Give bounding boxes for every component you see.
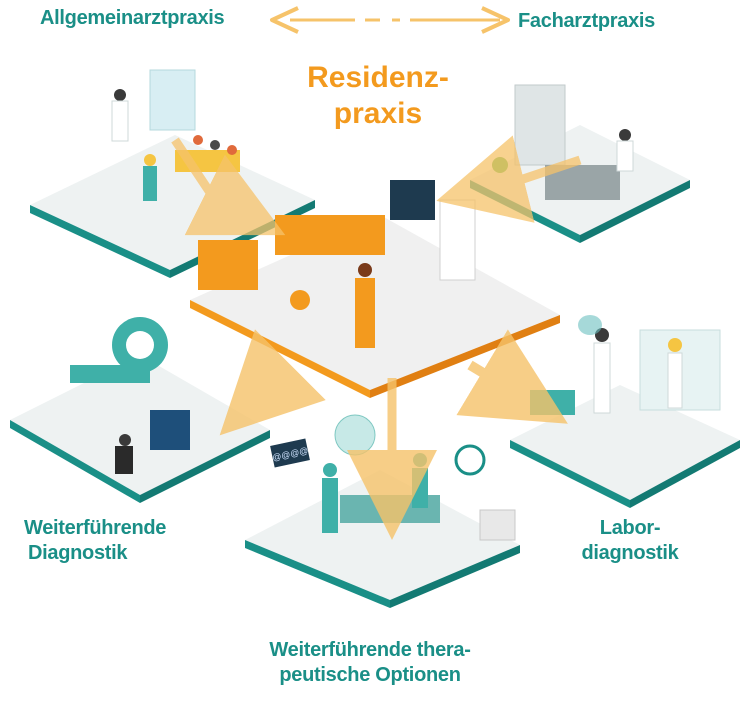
diagnostics-label-line2: Diagnostik <box>28 542 128 564</box>
lung-hologram <box>578 315 602 335</box>
lab-label: Labor- diagnostik <box>545 516 715 566</box>
general-practice-room <box>30 69 315 278</box>
control-desk <box>150 410 190 450</box>
surgical-lamp <box>334 414 376 456</box>
medicine-cabinet <box>514 84 566 166</box>
therapy-room: @@@@ <box>245 414 520 608</box>
physician-figure <box>358 263 372 277</box>
wall-clock <box>454 444 486 476</box>
residenzpraxis-title: Residenz- praxis <box>278 60 478 132</box>
residenzpraxis-title-line2: praxis <box>333 97 423 130</box>
patient-bed <box>275 215 385 255</box>
lab-nurse-figure <box>668 338 682 352</box>
lab-label-line1: Labor- <box>599 517 661 539</box>
or-monitor <box>270 438 310 468</box>
diagnostics-label-line1: Weiterführende <box>24 517 167 539</box>
diagnostics-room <box>10 317 270 503</box>
cabinet <box>198 240 258 290</box>
arrow-hub-to-lab <box>456 329 568 424</box>
plant <box>492 157 508 173</box>
arrow-hub-to-diagnostics <box>219 329 326 436</box>
stool <box>290 290 310 310</box>
specialist-figure <box>619 129 631 141</box>
lab-label-line2: diagnostik <box>581 542 679 564</box>
residenzpraxis-title-line1: Residenz- <box>307 61 449 94</box>
therapy-label-line2: peutische Optionen <box>279 664 461 686</box>
doctor-figure <box>114 89 126 101</box>
arrow-general-to-hub <box>171 137 286 236</box>
wall-monitor <box>390 180 435 220</box>
nurse-figure <box>144 154 156 166</box>
general-practice-label: Allgemeinarztpraxis <box>40 7 225 29</box>
therapy-label: Weiterführende thera- peutische Optionen <box>220 638 520 688</box>
therapy-label-line1: Weiterführende thera- <box>269 639 471 661</box>
top-double-arrow <box>270 6 510 34</box>
specialist-practice-label: Facharztpraxis <box>518 10 655 32</box>
lab-room <box>510 315 740 508</box>
diagnostics-label: Weiterführende Diagnostik <box>24 516 166 566</box>
arrow-specialist-to-hub <box>436 135 582 223</box>
